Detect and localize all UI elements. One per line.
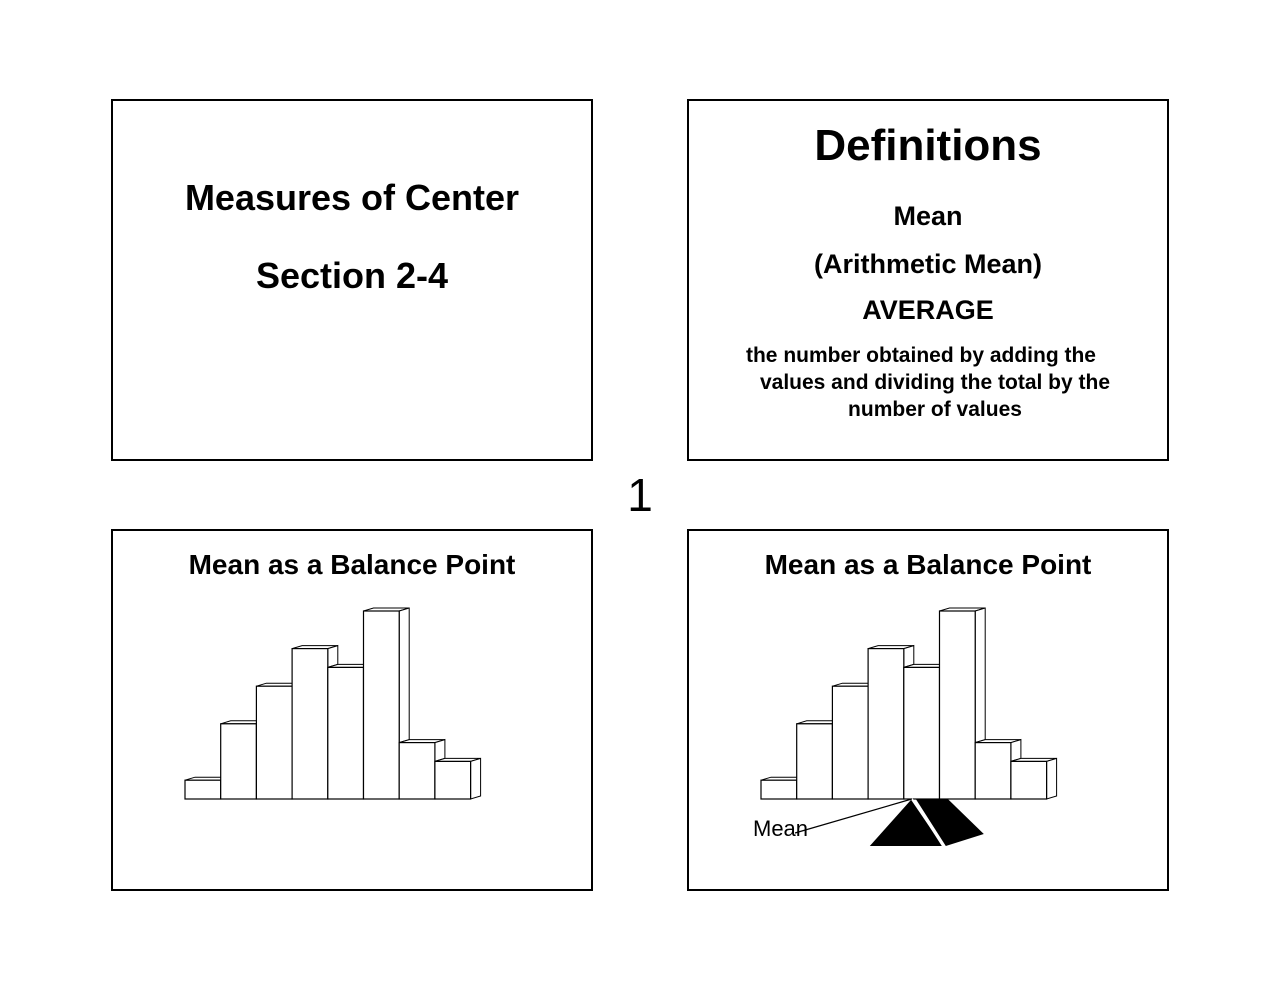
slide-balance-point: Mean as a Balance Point (111, 529, 593, 891)
slide-title: Measures of Center Section 2-4 (111, 99, 593, 461)
term-arithmetic-mean: (Arithmetic Mean) (813, 249, 1043, 279)
page-number: 1 (627, 469, 653, 521)
definition-text: the number obtained by adding the values… (689, 342, 1167, 423)
slide-subtitle: Section 2-4 (255, 255, 449, 296)
definition-line: values and dividing the total by the (759, 371, 1111, 394)
histogram-3d-with-fulcrum (760, 607, 1058, 847)
slide-title-heading: Measures of Center (184, 177, 520, 218)
term-mean: Mean (893, 201, 963, 231)
slide-definitions: Definitions Mean (Arithmetic Mean) AVERA… (687, 99, 1169, 461)
mean-label: Mean (753, 816, 809, 841)
histogram-3d (184, 607, 482, 800)
definitions-heading: Definitions (814, 121, 1042, 170)
slide-balance-point-fulcrum: Mean as a Balance Point Mean (687, 529, 1169, 891)
slide-heading: Mean as a Balance Point (188, 549, 516, 580)
definition-line: number of values (848, 398, 1022, 421)
slide-heading: Mean as a Balance Point (764, 549, 1092, 580)
definition-line: the number obtained by adding the (745, 344, 1096, 367)
term-average: AVERAGE (862, 295, 994, 325)
